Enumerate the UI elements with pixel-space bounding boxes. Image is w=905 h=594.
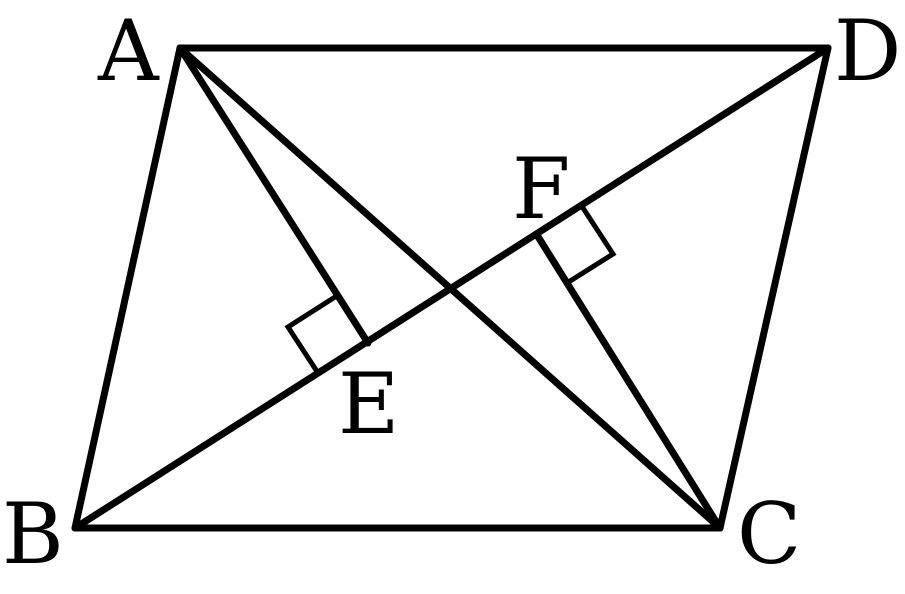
right-angle-mark-E <box>284 294 337 375</box>
segment-AE <box>176 44 372 347</box>
label-E: E <box>338 355 399 453</box>
side-DC <box>716 44 832 532</box>
right-angle-mark-F <box>565 206 617 286</box>
segment-CF <box>533 231 724 532</box>
label-D: D <box>834 2 901 100</box>
label-C: C <box>737 485 801 583</box>
diagonal-BD <box>71 44 832 532</box>
label-A: A <box>97 2 160 100</box>
label-F: F <box>512 140 570 238</box>
side-BA <box>71 44 184 532</box>
label-B: B <box>2 485 64 583</box>
